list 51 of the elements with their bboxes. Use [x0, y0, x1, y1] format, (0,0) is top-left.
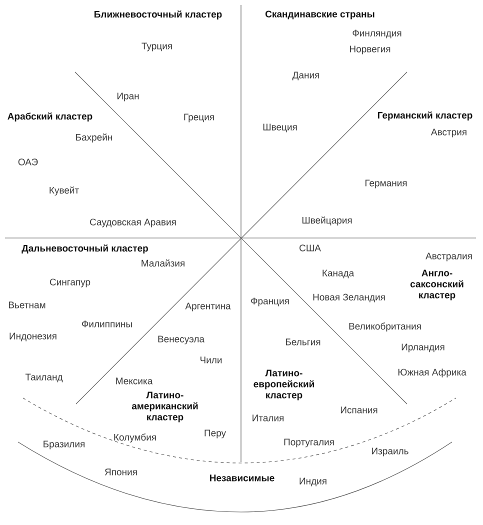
country-label: Норвегия — [350, 46, 390, 54]
country-label: Новая Зеландия — [313, 294, 385, 302]
country-label: Филиппины — [82, 320, 132, 328]
country-label: Дания — [292, 72, 320, 80]
country-label: Иран — [117, 92, 139, 102]
country-label: Малайзия — [142, 259, 184, 267]
country-label: Индия — [300, 478, 326, 486]
country-label: Швеция — [263, 124, 297, 132]
country-label: Бразилия — [44, 440, 84, 450]
country-label: Ирландия — [402, 344, 444, 352]
country-label: Колумбия — [114, 434, 156, 442]
country-label: Южная Африка — [398, 368, 466, 378]
cluster-label: Латино-американский кластер — [132, 392, 198, 422]
country-label: США — [300, 244, 321, 252]
cluster-label: Германский кластер — [378, 111, 472, 121]
country-label: Венесуэла — [158, 336, 204, 344]
country-label: Франция — [251, 298, 289, 306]
country-label: Вьетнам — [8, 302, 46, 308]
country-label: Чили — [200, 356, 222, 364]
country-label: Италия — [252, 414, 284, 422]
country-label: Таиланд — [25, 374, 63, 382]
country-label: Аргентина — [185, 302, 231, 312]
country-label: Швейцария — [302, 216, 352, 226]
country-label: Турция — [142, 42, 172, 52]
country-label: Испания — [340, 406, 378, 414]
country-label: Австралия — [426, 252, 472, 262]
country-label: Канада — [322, 270, 354, 278]
country-label: Мексика — [116, 378, 153, 384]
country-label: Саудовская Аравия — [90, 218, 176, 228]
country-label: Израиль — [372, 448, 408, 456]
country-label: Германия — [366, 180, 407, 188]
country-label: Финляндия — [352, 30, 402, 38]
cluster-label: Англо-саксонский кластер — [410, 270, 464, 300]
country-label: Сингапур — [50, 278, 90, 288]
cluster-label: Ближневосточный кластер — [94, 10, 222, 20]
country-label: Бахрейн — [76, 133, 112, 143]
country-label: Кувейт — [50, 186, 79, 196]
country-label: Бельгия — [286, 338, 320, 346]
country-label: ОАЭ — [18, 158, 38, 166]
cluster-label: Независимые — [210, 474, 274, 482]
country-label: Австрия — [430, 128, 466, 138]
country-label: Индонезия — [10, 332, 56, 342]
cluster-label: Дальневосточный кластер — [22, 244, 148, 254]
country-label: Перу — [204, 430, 226, 438]
cluster-label: Скандинавские страны — [266, 10, 374, 20]
cluster-label: Арабский кластер — [8, 112, 92, 122]
cluster-label: Латино-европейский кластер — [254, 370, 314, 400]
country-label: Португалия — [284, 438, 334, 448]
country-label: Великобритания — [349, 322, 421, 332]
country-label: Япония — [104, 468, 137, 476]
country-label: Греция — [184, 114, 214, 122]
